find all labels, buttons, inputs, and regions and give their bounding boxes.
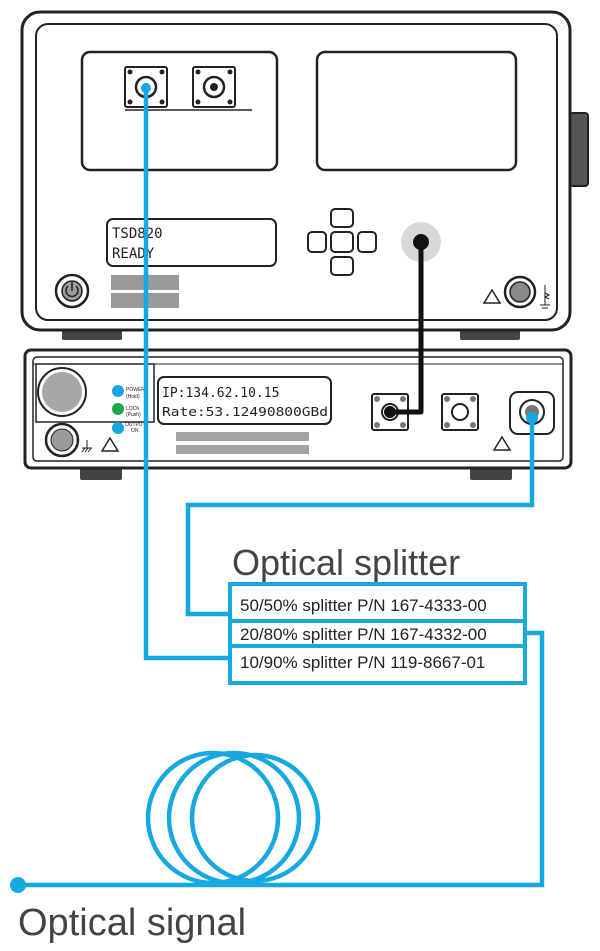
lock-led [112,403,124,415]
upper-lcd-line1: TSD820 [112,226,163,242]
aux-connector[interactable] [441,393,479,431]
power-led [112,385,124,397]
fiber-signal-input [18,630,545,888]
ground-icon [540,285,551,309]
cable-end [384,406,396,418]
warning-icon [492,435,512,451]
output-led-sublabel: ON [131,428,139,434]
fiber-coil-loop [189,752,321,884]
warning-icon [100,436,120,452]
power-button[interactable] [54,273,90,309]
fiber-end [141,83,151,93]
large-knob[interactable] [37,367,87,417]
nav-left-button[interactable] [307,231,327,253]
nav-center-button[interactable] [330,231,354,253]
lower-lcd-line1: IP:134.62.10.15 [162,386,279,401]
lock-led-label: LOCK [126,406,140,412]
clock-output-port[interactable] [401,222,441,262]
fiber-to-optical-input [185,420,535,617]
fiber-coil-loop [166,750,302,886]
lower-lcd-line2: Rate:53.12490800GBd [162,405,328,419]
ground-connector[interactable] [503,275,537,309]
warning-icon [482,288,502,304]
empty-module [315,50,518,172]
splitter-option-10-90: 10/90% splitter P/N 119-8667-01 [240,653,485,672]
lock-led-sublabel: (Push) [126,412,141,418]
connector-2[interactable] [192,66,236,108]
optical-signal-label: Optical signal [18,902,246,944]
nav-right-button[interactable] [357,231,377,253]
side-handle [569,112,589,187]
label-bar [176,432,309,441]
power-led-sublabel: (Hold) [126,394,140,400]
small-knob[interactable] [44,422,80,458]
upper-lcd [106,218,277,267]
upper-lcd-line2: READY [112,246,155,262]
fiber-coil-loop [145,750,281,886]
splitter-option-20-80: 20/80% splitter P/N 167-4332-00 [240,625,487,644]
optical-fibers [18,90,545,888]
electrical-module [80,50,279,172]
label-bar [176,445,309,454]
power-led-label: POWER [126,387,145,393]
splitter-title: Optical splitter [232,542,460,583]
chassis-ground-icon [81,440,92,453]
fiber-end [526,412,538,424]
navigation-pad[interactable] [307,208,377,276]
output-led-label: OUTPUT [125,422,146,428]
splitter-box [228,582,527,685]
clock-cable [390,244,424,415]
lower-instrument: POWER (Hold) LOCK (Push) OUTPUT ON IP:13… [23,348,573,480]
nav-down-button[interactable] [330,256,354,276]
nav-up-button[interactable] [330,208,354,228]
splitter-option-50-50: 50/50% splitter P/N 167-4333-00 [240,596,487,615]
signal-source-dot [10,877,26,893]
lower-lcd [157,376,332,425]
upper-instrument: TSD820 READY [20,10,589,340]
fiber-to-electrical-module [143,90,230,661]
output-led [112,422,124,434]
